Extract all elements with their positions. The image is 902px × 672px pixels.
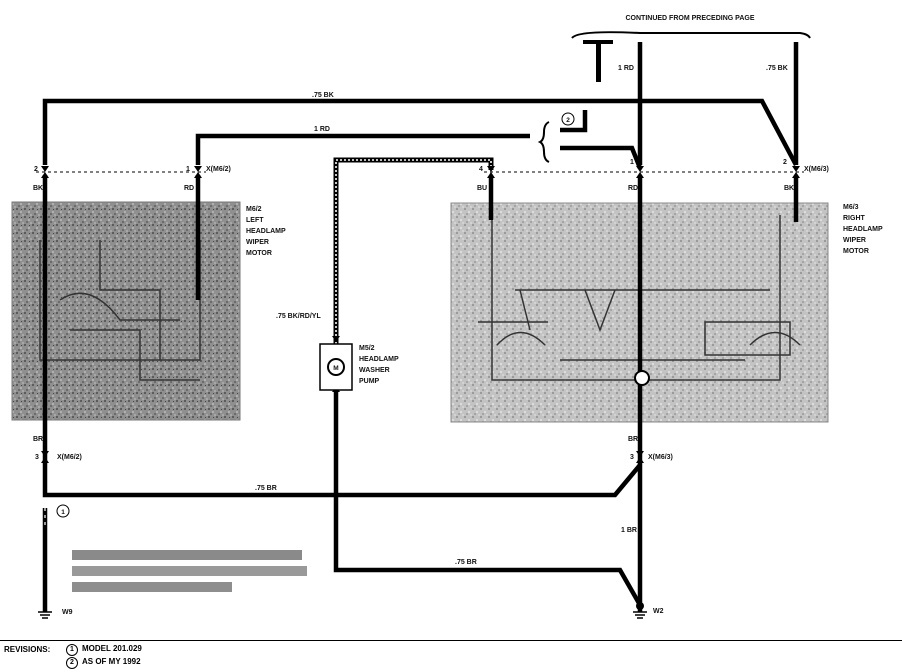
right-bottom-connector: X(M6/3) (648, 454, 673, 461)
wire-label-rd-left: RD (184, 185, 194, 192)
left-bottom-connector: X(M6/2) (57, 454, 82, 461)
pump-motor-icon (327, 358, 345, 376)
wire-75br-bottom-2 (333, 392, 642, 607)
revision-item-2: 2 AS OF MY 1992 (66, 657, 141, 669)
wire-label-right-br: 1 BR (621, 527, 637, 534)
left-pin1: 1 (186, 166, 190, 173)
terminal-stem-icon (596, 40, 601, 82)
pump-code: M5/2 (359, 345, 375, 352)
wire-label-top-rd: 1 RD (314, 126, 330, 133)
wire-75br-bottom-1 (42, 430, 642, 498)
revision-item-1: 1 MODEL 201.029 (66, 644, 142, 656)
right-motor-code: M6/3 (843, 204, 859, 211)
left-motor-line3: HEADLAMP (246, 228, 286, 235)
pump-line2: HEADLAMP (359, 356, 399, 363)
right-motor-line3: HEADLAMP (843, 226, 883, 233)
rev2-marker-icon (561, 112, 575, 126)
left-motor-line2: LEFT (246, 217, 264, 224)
rev2-marker: 2 (566, 117, 570, 124)
left-box-grain (12, 202, 240, 420)
wire-washer-stripe (335, 159, 492, 352)
wire-label-bottom-br1: .75 BR (255, 485, 277, 492)
ground-left-label: W9 (62, 609, 73, 616)
pump-symbol: M (333, 365, 338, 372)
wire-label-bk-left: BK (33, 185, 43, 192)
right-pin4: 4 (479, 166, 483, 173)
wire-label-bk-right: BK (784, 185, 794, 192)
wire-label-bottom-br2: .75 BR (455, 559, 477, 566)
rev-num-1: 1 (66, 644, 78, 656)
pump-line3: WASHER (359, 367, 390, 374)
ground-right-icon (633, 611, 647, 619)
wire-75bk-top (42, 98, 798, 167)
rev1-marker: 1 (61, 509, 65, 516)
wire-rev2-lower (560, 145, 643, 169)
wire-1rd-top (195, 133, 530, 165)
wire-label-mid-br: BR (628, 436, 638, 443)
left-motor-label: M6/2 LEFT HEADLAMP WIPER MOTOR (246, 206, 286, 257)
ground-right-label: W2 (653, 608, 664, 615)
wire-label-top-bk: .75 BK (312, 92, 334, 99)
right-pin1: 1 (630, 159, 634, 166)
rev-text-1: MODEL 201.029 (82, 644, 142, 653)
rev1-marker-icon (56, 504, 70, 518)
revisions-footer: REVISIONS: 1 MODEL 201.029 2 AS OF MY 1992 (0, 640, 902, 672)
wire-label-right-rd: 1 RD (618, 65, 634, 72)
right-motor-line5: MOTOR (843, 248, 869, 255)
wiring-diagram: CONTINUED FROM PRECEDING PAGE (11, 15, 883, 619)
pump-label: M5/2 HEADLAMP WASHER PUMP (359, 345, 399, 385)
right-motor-line4: WIPER (843, 237, 866, 244)
left-pin2: 2 (34, 166, 38, 173)
wire-label-left-br: BR (33, 436, 43, 443)
continuation-bracket (571, 31, 811, 39)
pump-line4: PUMP (359, 378, 380, 385)
left-motor-line5: MOTOR (246, 250, 272, 257)
right-motor-symbol-icon (634, 370, 650, 386)
ground-right-dot (636, 602, 644, 610)
wire-label-right-bk: .75 BK (766, 65, 788, 72)
wire-label-rd-right: RD (628, 185, 638, 192)
left-bottom-pin: 3 (35, 454, 39, 461)
wire-label-washer: .75 BK/RD/YL (276, 313, 321, 320)
left-connector: X(M6/2) (206, 166, 231, 173)
ground-left-icon (38, 611, 52, 619)
rev-text-2: AS OF MY 1992 (82, 657, 141, 666)
illegible-note-block (72, 550, 307, 592)
left-motor-line4: WIPER (246, 239, 269, 246)
right-bottom-pin: 3 (630, 454, 634, 461)
wire-label-bu-right: BU (477, 185, 487, 192)
continued-header: CONTINUED FROM PRECEDING PAGE (626, 15, 755, 22)
revision-brace (537, 121, 550, 163)
rev-num-2: 2 (66, 657, 78, 669)
right-connector: X(M6/3) (804, 166, 829, 173)
revisions-title: REVISIONS: (4, 645, 51, 654)
wire-rev2-upper (560, 110, 588, 133)
left-motor-code: M6/2 (246, 206, 262, 213)
right-pin2: 2 (783, 159, 787, 166)
right-motor-line2: RIGHT (843, 215, 866, 222)
right-motor-label: M6/3 RIGHT HEADLAMP WIPER MOTOR (843, 204, 883, 255)
